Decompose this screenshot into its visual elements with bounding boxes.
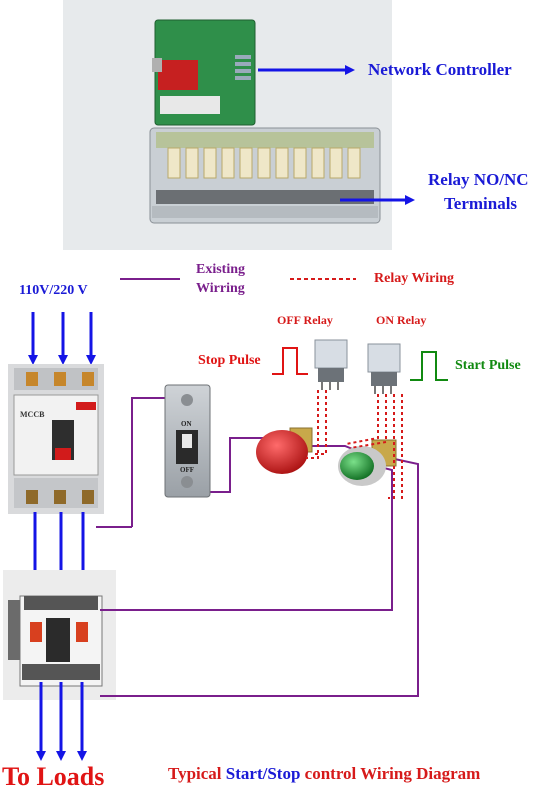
supply-voltage-label: 110V/220 V [19,283,88,298]
network-controller-label: Network Controller [368,60,512,79]
start-pulse-icon [410,351,448,381]
relay-terminals-label-line2: Terminals [444,194,518,213]
off-relay-icon [314,339,348,390]
diagram-title: Typical Start/Stop control Wiring Diagra… [168,764,480,784]
mccb-brand-label: MCCB [20,410,45,419]
relay-wiring-label: Relay Wiring [374,271,454,286]
network-controller-board [152,19,256,126]
start-push-button [338,439,397,486]
to-loads-arrows [36,682,87,761]
on-relay-label: ON Relay [376,313,427,327]
diagram-title-part2: Start/Stop [225,764,301,783]
existing-wiring-label-line1: Existing [196,262,246,277]
relay-terminals-label-line1: Relay NO/NC [428,170,529,189]
start-pulse-label: Start Pulse [455,358,521,373]
existing-wiring [96,397,419,697]
stop-push-button [256,427,313,474]
off-relay-label: OFF Relay [277,313,333,327]
breaker-off-label: OFF [180,466,194,474]
contactor [3,570,116,700]
diagram-title-part3: control Wiring Diagram [300,764,481,783]
relay-board [149,127,381,224]
supply-arrows [28,312,96,365]
relay-wiring [306,390,403,499]
mccb-breaker [8,364,104,514]
existing-wiring-label-line2: Wirring [196,281,245,296]
miniature-circuit-breaker [164,384,211,498]
stop-pulse-icon [272,347,308,375]
diagram-title-part1: Typical [168,764,226,783]
on-relay-icon [367,343,401,394]
stop-pulse-label: Stop Pulse [198,353,261,368]
to-loads-label: To Loads [2,762,105,791]
top-photo [63,0,392,250]
breaker-on-label: ON [181,420,192,428]
